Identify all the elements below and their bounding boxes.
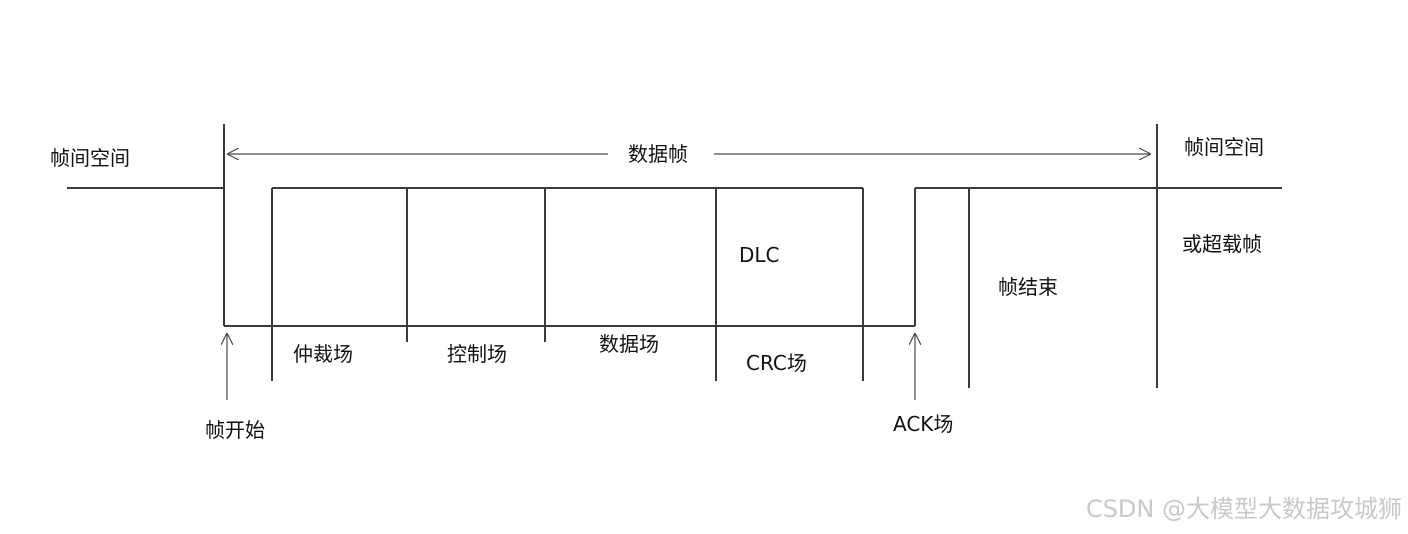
interframe-space-right-label: 帧间空间 bbox=[1184, 135, 1264, 159]
or-overload-frame-label: 或超载帧 bbox=[1182, 232, 1262, 256]
start-of-frame-label: 帧开始 bbox=[205, 418, 265, 442]
interframe-space-left-label: 帧间空间 bbox=[50, 146, 130, 170]
waveform bbox=[67, 124, 1282, 388]
data-field-label: 数据场 bbox=[599, 332, 659, 356]
dlc-label: DLC bbox=[739, 243, 780, 267]
ack-field-label: ACK场 bbox=[893, 412, 953, 436]
control-field-label: 控制场 bbox=[447, 342, 507, 366]
end-of-frame-label: 帧结束 bbox=[998, 275, 1058, 299]
arbitration-field-label: 仲裁场 bbox=[293, 342, 353, 366]
data-frame-label: 数据帧 bbox=[628, 142, 688, 166]
csdn-watermark: CSDN @大模型大数据攻城狮 bbox=[1086, 495, 1402, 523]
data-frame-label-bg bbox=[608, 138, 714, 170]
crc-field-label: CRC场 bbox=[746, 351, 807, 375]
